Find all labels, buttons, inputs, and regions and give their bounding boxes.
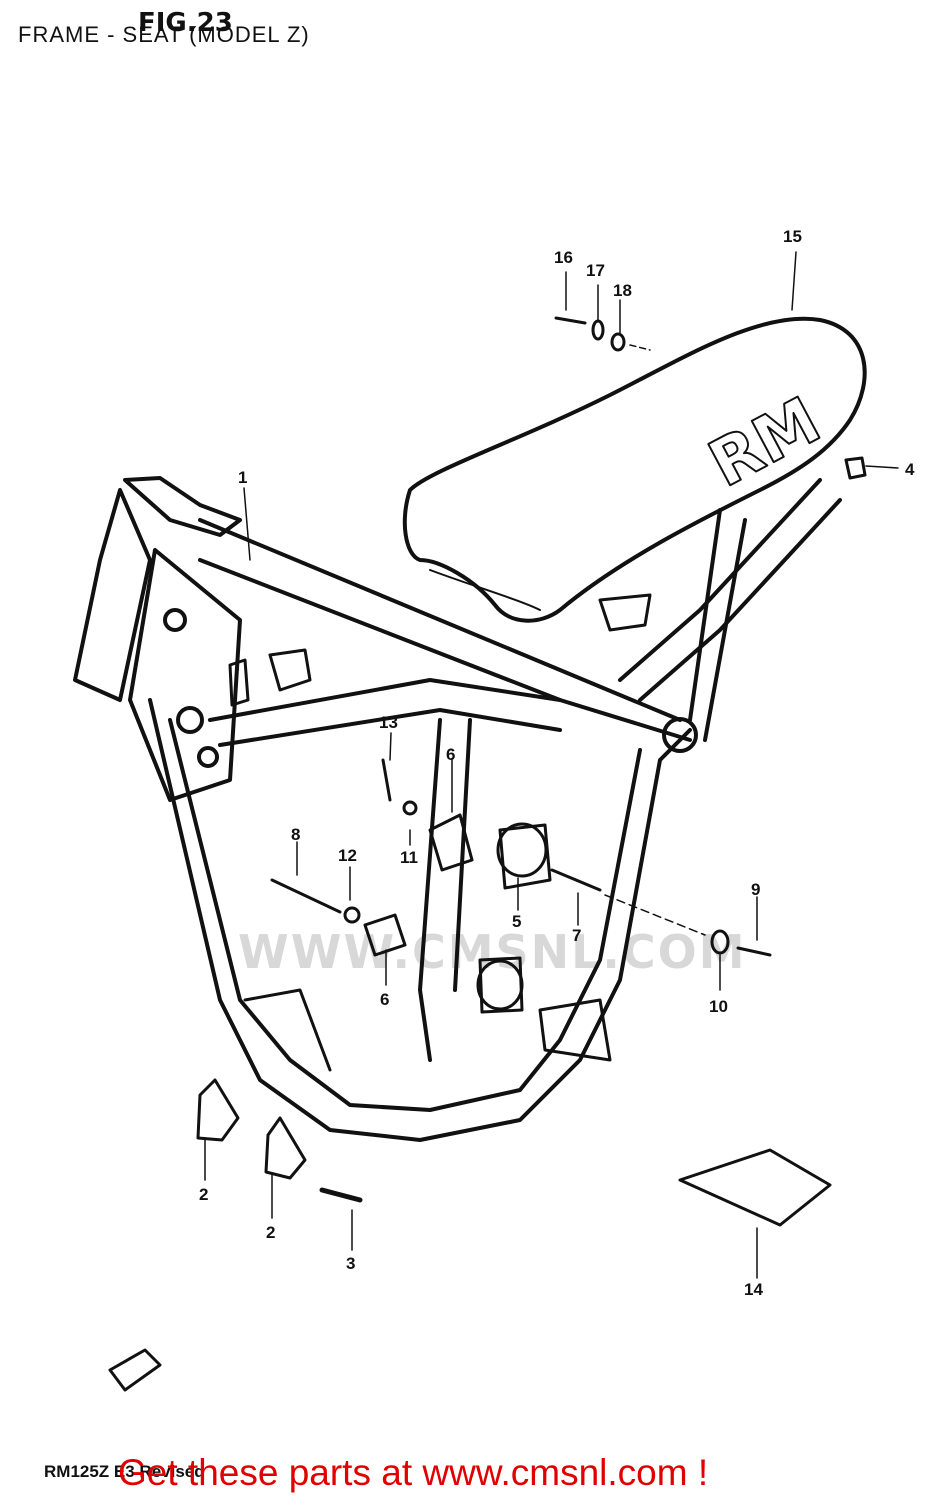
callout-15: 15 [783,227,802,246]
seat-logo: RM [698,384,832,502]
diagram-title: FRAME - SEAT (MODEL Z) [18,22,310,47]
callout-17: 17 [586,261,605,280]
callout-2b: 2 [266,1223,276,1242]
callout-1: 1 [238,468,248,487]
spacer-part [428,813,474,872]
callout-3: 3 [346,1254,356,1273]
callout-2a: 2 [199,1185,209,1204]
callout-11: 11 [400,848,418,867]
callout-13: 13 [379,713,398,732]
guard-part [678,1148,832,1227]
callout-8: 8 [291,825,301,844]
callout-12: 12 [338,846,357,865]
spacer-part-lower [363,913,407,957]
callout-6a: 6 [446,745,456,764]
callout-18: 18 [613,281,632,300]
callout-5: 5 [512,912,522,931]
seat-part: RM [402,316,867,623]
seat-bolt-part [554,316,587,325]
frame-part [73,476,842,1142]
callout-7: 7 [572,926,582,945]
watermark-text: WWW.CMSNL.COM [238,925,747,979]
model-revision-note: RM125Z E3 Revised [44,1462,205,1481]
bolt-part [270,878,342,914]
engine-plate-part [196,1078,240,1142]
figure-number: FIG.23 [138,8,233,38]
promo-link[interactable]: Get these parts at www.cmsnl.com ! [118,1452,709,1493]
callout-16: 16 [554,248,573,267]
bushing-part [496,822,548,878]
callout-14: 14 [744,1280,763,1299]
callout-4: 4 [905,460,915,479]
callout-9: 9 [751,880,761,899]
callout-10: 10 [709,997,728,1016]
callout-6b: 6 [380,990,390,1009]
